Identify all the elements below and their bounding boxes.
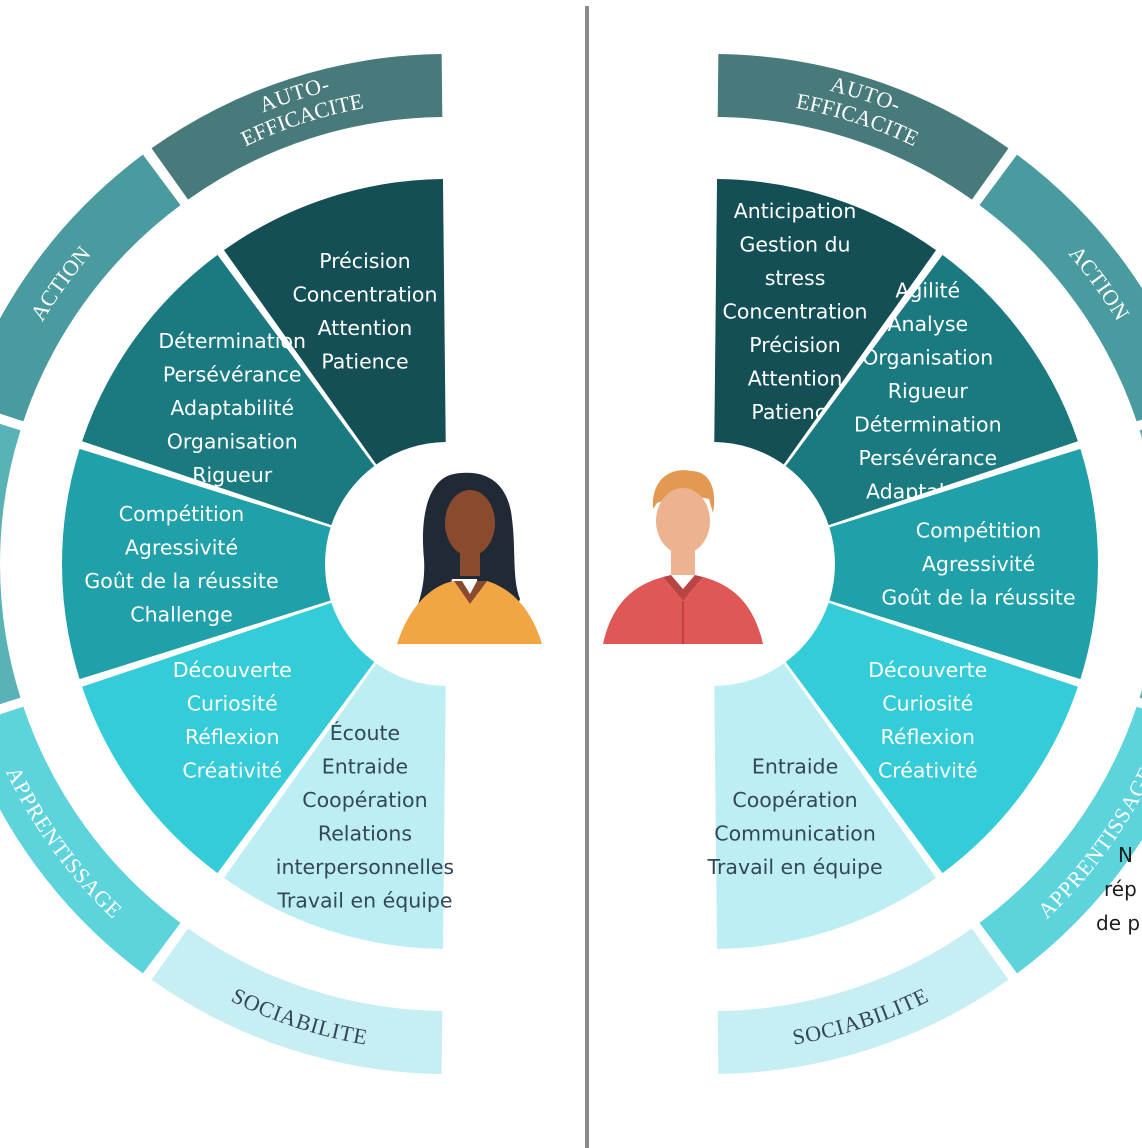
left-auto-item: Précision bbox=[319, 249, 410, 273]
left-segment-competition bbox=[61, 448, 331, 680]
left-apprentissage-item: Réflexion bbox=[185, 725, 279, 749]
right-auto-item: stress bbox=[765, 266, 826, 290]
left-segment-action bbox=[82, 254, 375, 526]
left-action-item: Organisation bbox=[167, 429, 298, 453]
left-ring-action bbox=[0, 154, 181, 422]
right-center-circle bbox=[597, 448, 829, 680]
left-ring-apprentissage bbox=[0, 706, 181, 974]
right-ring-sociabilite bbox=[717, 928, 1009, 1074]
left-apprentissage-item: Découverte bbox=[173, 658, 292, 682]
left-sociabilite-item: Coopération bbox=[302, 788, 427, 812]
left-segment-apprentissage bbox=[82, 602, 375, 874]
left-ring-sociabilite bbox=[151, 928, 443, 1074]
left-auto-item: Concentration bbox=[292, 283, 437, 307]
left-action-item: Rigueur bbox=[192, 463, 273, 487]
right-apprentissage-item: Réflexion bbox=[881, 725, 975, 749]
left-ring-competition bbox=[0, 423, 21, 705]
left-apprentissage-item: Curiosité bbox=[187, 691, 278, 715]
center-disc bbox=[331, 6, 829, 1148]
right-ring-apprentissage bbox=[979, 706, 1142, 974]
left-auto-item: Patience bbox=[321, 350, 408, 374]
right-action-item: Analyse bbox=[887, 312, 968, 336]
side-note-line: rép bbox=[1104, 877, 1137, 901]
right-action-item: Détermination bbox=[854, 413, 1002, 437]
left-action-item: Persévérance bbox=[163, 362, 302, 386]
woman-avatar-icon bbox=[397, 472, 542, 644]
left-sociabilite-item: interpersonnelles bbox=[276, 855, 454, 879]
left-segment-auto bbox=[223, 179, 446, 465]
right-auto-item: Concentration bbox=[723, 299, 868, 323]
right-segment-competition bbox=[829, 448, 1098, 680]
right-competition-item: Compétition bbox=[916, 519, 1041, 543]
left-sociabilite-item: Relations bbox=[318, 821, 412, 845]
left-sociabilite-item: Écoute bbox=[330, 720, 400, 745]
right-segment-apprentissage bbox=[785, 602, 1078, 874]
right-competition-item: Goût de la réussite bbox=[881, 586, 1075, 610]
side-note-line: N bbox=[1118, 843, 1133, 867]
right-ring-action bbox=[979, 154, 1142, 422]
right-auto-item: Précision bbox=[749, 333, 840, 357]
man-avatar-icon bbox=[603, 470, 763, 644]
right-competition-item: Agressivité bbox=[922, 552, 1035, 576]
left-competition-item: Goût de la réussite bbox=[84, 569, 278, 593]
left-action-item: Détermination bbox=[158, 329, 306, 353]
left-ring-auto bbox=[151, 54, 443, 200]
right-sociabilite-item: Entraide bbox=[752, 754, 838, 778]
right-action-item: Organisation bbox=[862, 346, 993, 370]
right-action-item: Persévérance bbox=[859, 446, 998, 470]
right-sociabilite-item: Communication bbox=[714, 821, 876, 845]
side-note-line: de p bbox=[1096, 911, 1140, 935]
right-segment-sociabilite bbox=[714, 663, 937, 949]
right-segment-auto bbox=[714, 179, 937, 465]
right-ring-auto bbox=[717, 54, 1009, 200]
left-competition-item: Challenge bbox=[130, 602, 233, 626]
left-competition-item: Agressivité bbox=[125, 535, 238, 559]
right-apprentissage-item: Curiosité bbox=[882, 691, 973, 715]
left-competition-item: Compétition bbox=[119, 502, 244, 526]
right-auto-item: Gestion du bbox=[740, 232, 851, 256]
left-action-item: Adaptabilité bbox=[170, 396, 294, 420]
left-sociabilite-item: Entraide bbox=[322, 754, 408, 778]
left-sociabilite-item: Travail en équipe bbox=[276, 888, 452, 912]
right-sociabilite-item: Coopération bbox=[732, 788, 857, 812]
right-auto-item: Anticipation bbox=[734, 199, 857, 223]
right-action-item: Rigueur bbox=[888, 379, 969, 403]
right-apprentissage-item: Créativité bbox=[878, 758, 978, 782]
right-apprentissage-item: Découverte bbox=[868, 658, 987, 682]
right-segment-action bbox=[785, 254, 1078, 526]
right-sociabilite-item: Travail en équipe bbox=[706, 855, 882, 879]
right-action-item: Agilité bbox=[895, 279, 960, 303]
left-apprentissage-item: Créativité bbox=[182, 758, 282, 782]
left-segment-sociabilite bbox=[223, 663, 446, 949]
right-auto-item: Attention bbox=[748, 366, 843, 390]
left-auto-item: Attention bbox=[318, 316, 413, 340]
